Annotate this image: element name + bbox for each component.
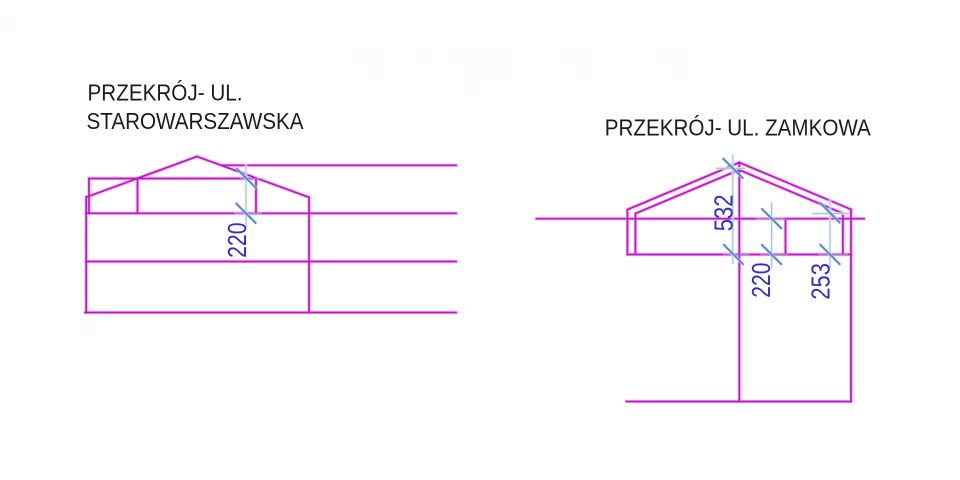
svg-text:220: 220	[224, 223, 252, 258]
svg-text:532: 532	[711, 194, 739, 231]
svg-text:253: 253	[808, 263, 836, 300]
svg-text:PRZEKRÓJ- UL. ZAMKOWA: PRZEKRÓJ- UL. ZAMKOWA	[605, 115, 872, 141]
svg-text:STAROWARSZAWSKA: STAROWARSZAWSKA	[87, 108, 305, 134]
svg-text:PRZEKRÓJ- UL.: PRZEKRÓJ- UL.	[88, 80, 243, 106]
svg-text:220: 220	[748, 263, 776, 298]
